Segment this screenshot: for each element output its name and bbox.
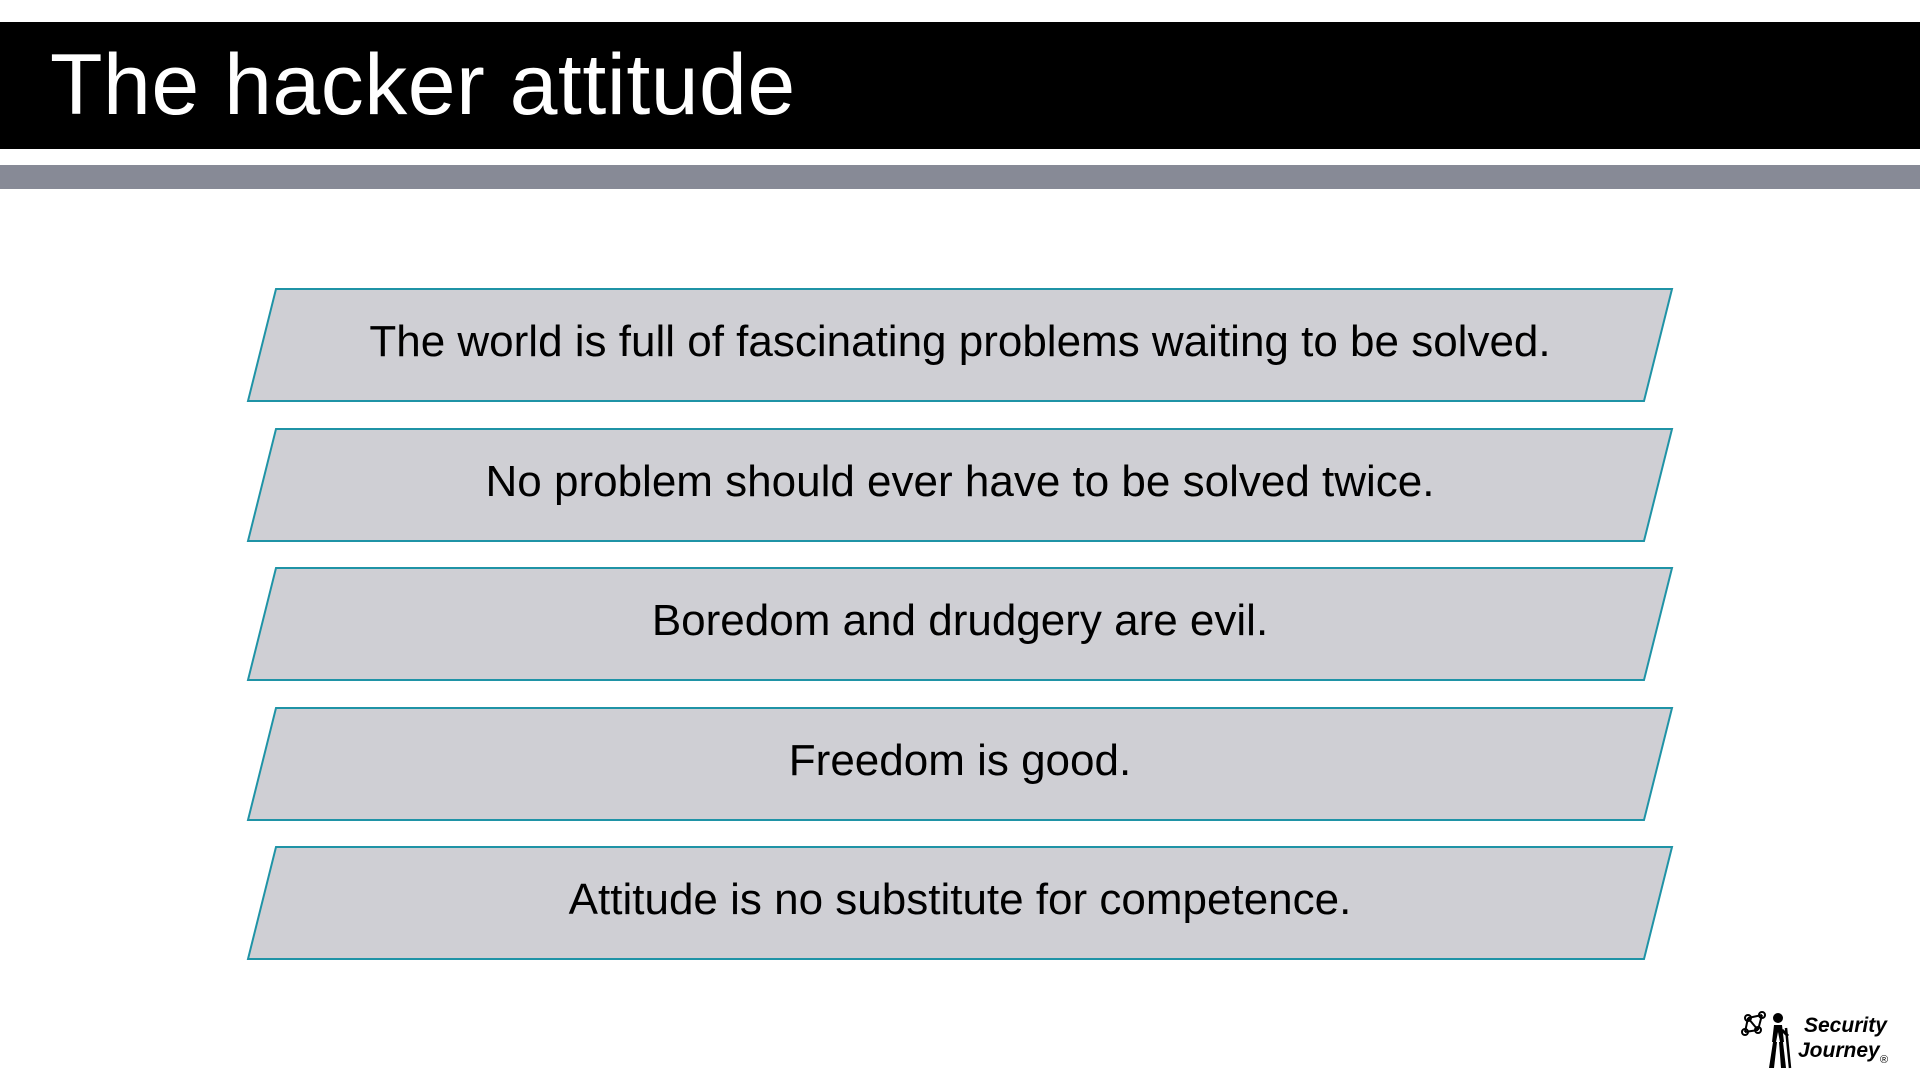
title-bar bbox=[0, 22, 1920, 149]
item-shape bbox=[246, 288, 1674, 402]
item-shape bbox=[246, 428, 1674, 542]
attitude-item-4: Freedom is good. bbox=[246, 707, 1674, 821]
item-shape bbox=[246, 707, 1674, 821]
attitude-item-text: No problem should ever have to be solved… bbox=[485, 457, 1435, 506]
attitude-item-text: The world is full of fascinating problem… bbox=[369, 317, 1551, 366]
attitude-item-2: No problem should ever have to be solved… bbox=[246, 428, 1674, 542]
registered-mark: ® bbox=[1880, 1054, 1889, 1066]
logo-text-line2: Journey bbox=[1798, 1039, 1880, 1062]
hiker-network-icon bbox=[1741, 1011, 1792, 1069]
attitude-item-text: Attitude is no substitute for competence… bbox=[568, 875, 1352, 924]
attitude-item-text: Freedom is good. bbox=[788, 736, 1132, 785]
header-divider-band bbox=[0, 165, 1920, 189]
attitude-item-5: Attitude is no substitute for competence… bbox=[246, 846, 1674, 960]
logo-text-line1: Security bbox=[1804, 1014, 1887, 1037]
attitude-item-3: Boredom and drudgery are evil. bbox=[246, 567, 1674, 681]
item-shape bbox=[246, 567, 1674, 681]
attitude-item-text: Boredom and drudgery are evil. bbox=[651, 596, 1269, 645]
slide-title: The hacker attitude bbox=[50, 37, 796, 133]
attitude-item-1: The world is full of fascinating problem… bbox=[246, 288, 1674, 402]
item-shape bbox=[246, 846, 1674, 960]
security-journey-logo: Security Journey ® bbox=[1740, 1008, 1900, 1072]
